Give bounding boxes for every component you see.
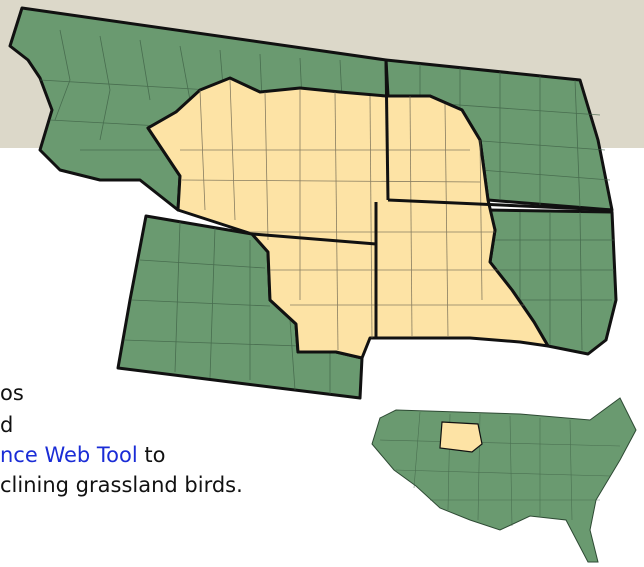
body-text-line4: clining grassland birds. [0, 473, 243, 497]
us-inset-map [371, 397, 637, 563]
body-text-line3: nce Web Tool to [0, 442, 165, 468]
region-grassland[interactable] [146, 76, 550, 360]
body-text-line3-rest: to [137, 443, 166, 467]
body-text-line1: os [0, 381, 24, 405]
web-tool-link[interactable]: nce Web Tool [0, 443, 138, 467]
body-text-line2: d [0, 413, 14, 437]
